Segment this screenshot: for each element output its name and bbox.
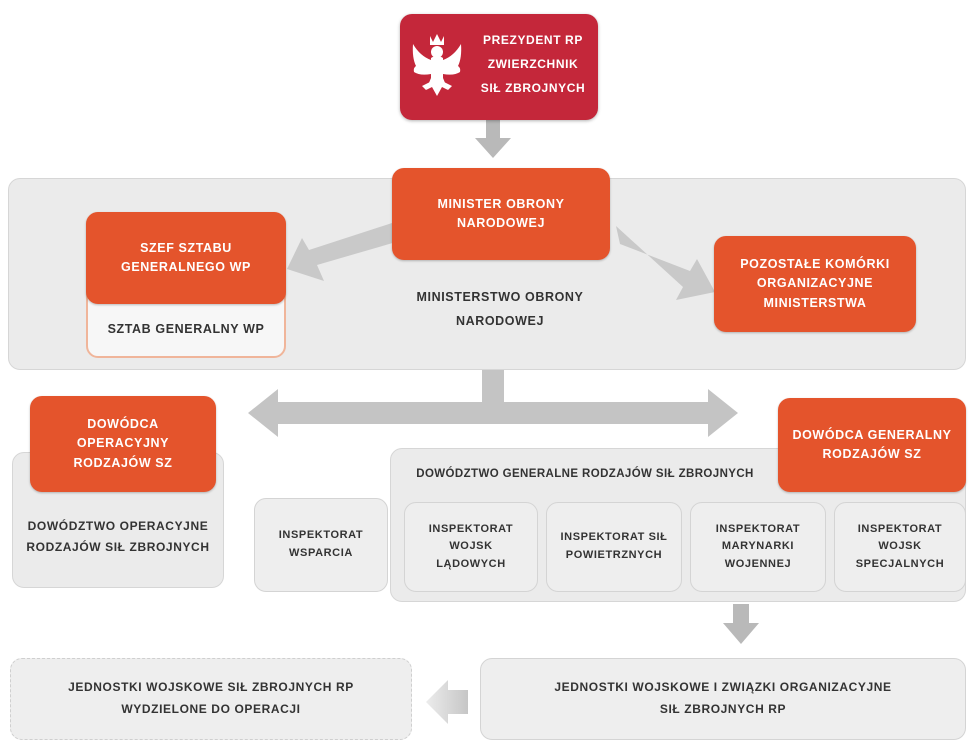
units-for-operations-label: JEDNOSTKI WOJSKOWE SIŁ ZBROJNYCH RP WYDZ… <box>68 680 354 716</box>
white-eagle-icon <box>412 34 462 96</box>
minister-box: MINISTER OBRONY NARODOWEJ <box>392 168 610 260</box>
inspectorate-land-forces: INSPEKTORAT WOJSK LĄDOWYCH <box>404 502 538 592</box>
units-and-formations-label: JEDNOSTKI WOJSKOWE I ZWIĄZKI ORGANIZACYJ… <box>554 680 892 716</box>
general-commander-title: DOWÓDCA GENERALNY RODZAJÓW SZ <box>792 427 952 461</box>
inspectorate-label: INSPEKTORAT WOJSK SPECJALNYCH <box>855 522 945 570</box>
support-inspectorate-label: INSPEKTORAT WSPARCIA <box>278 529 364 559</box>
chief-of-staff-title: SZEF SZTABU GENERALNEGO WP <box>121 240 251 274</box>
arrow-units-to-operations <box>426 680 468 724</box>
chief-of-staff-box: SZEF SZTABU GENERALNEGO WP <box>86 212 286 304</box>
general-staff-label: SZTAB GENERALNY WP <box>107 322 265 336</box>
general-command-label: DOWÓDZTWO GENERALNE RODZAJÓW SIŁ ZBROJNY… <box>416 468 754 480</box>
inspectorate-air-force: INSPEKTORAT SIŁ POWIETRZNYCH <box>546 502 682 592</box>
arrow-command-to-units <box>723 604 759 644</box>
operational-commander-box: DOWÓDCA OPERACYJNY RODZAJÓW SZ <box>30 396 216 492</box>
units-and-formations-box: JEDNOSTKI WOJSKOWE I ZWIĄZKI ORGANIZACYJ… <box>480 658 966 740</box>
arrow-double <box>248 389 738 437</box>
arrow-president-to-minister <box>475 118 511 158</box>
arrow-stem <box>482 370 504 402</box>
other-units-box: POZOSTAŁE KOMÓRKI ORGANIZACYJNE MINISTER… <box>714 236 916 332</box>
units-for-operations-box: JEDNOSTKI WOJSKOWE SIŁ ZBROJNYCH RP WYDZ… <box>10 658 412 740</box>
general-commander-box: DOWÓDCA GENERALNY RODZAJÓW SZ <box>778 398 966 492</box>
support-inspectorate-box: INSPEKTORAT WSPARCIA <box>254 498 388 592</box>
inspectorate-label: INSPEKTORAT WOJSK LĄDOWYCH <box>428 522 514 570</box>
president-title: PREZYDENT RP ZWIERZCHNIK SIŁ ZBROJNYCH <box>480 33 586 95</box>
ministry-label: MINISTERSTWO OBRONY NARODOWEJ <box>416 290 584 328</box>
inspectorate-navy: INSPEKTORAT MARYNARKI WOJENNEJ <box>690 502 826 592</box>
minister-title: MINISTER OBRONY NARODOWEJ <box>437 196 565 230</box>
president-box: PREZYDENT RP ZWIERZCHNIK SIŁ ZBROJNYCH <box>400 14 598 120</box>
inspectorate-label: INSPEKTORAT MARYNARKI WOJENNEJ <box>715 522 801 570</box>
other-units-title: POZOSTAŁE KOMÓRKI ORGANIZACYJNE MINISTER… <box>740 256 890 310</box>
inspectorate-label: INSPEKTORAT SIŁ POWIETRZNYCH <box>560 531 668 561</box>
operational-commander-title: DOWÓDCA OPERACYJNY RODZAJÓW SZ <box>73 416 173 470</box>
inspectorate-special-forces: INSPEKTORAT WOJSK SPECJALNYCH <box>834 502 966 592</box>
operational-command-label: DOWÓDZTWO OPERACYJNE RODZAJÓW SIŁ ZBROJN… <box>26 519 210 554</box>
